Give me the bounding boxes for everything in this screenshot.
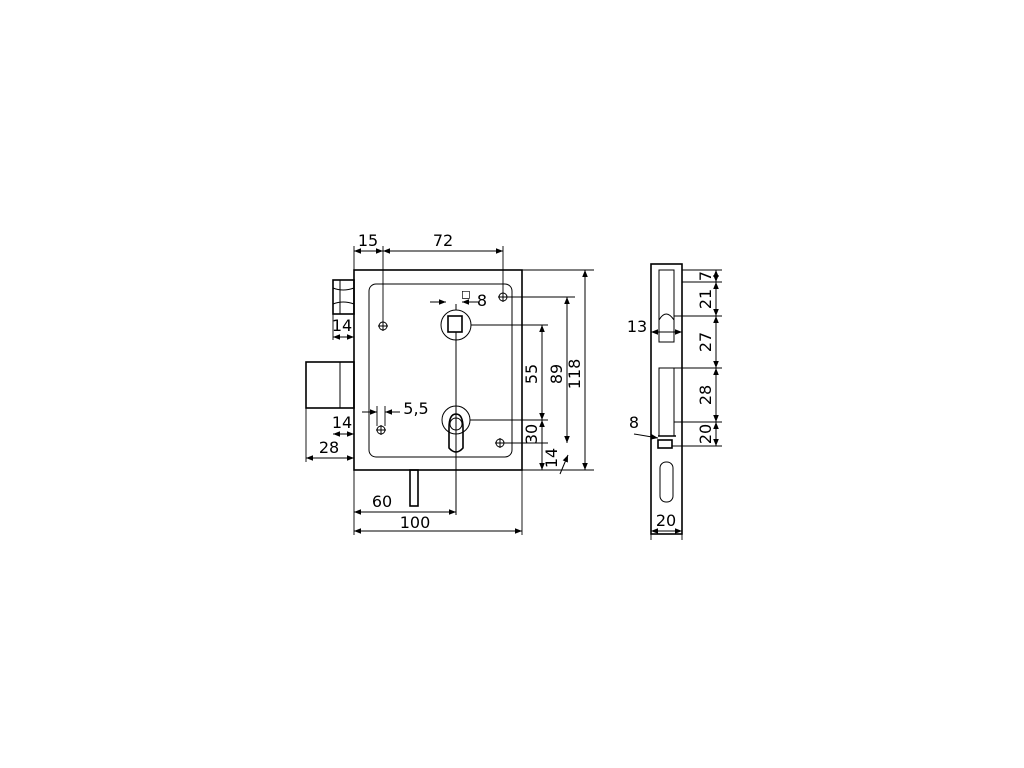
label-8-follower: 8 [477, 291, 487, 310]
label-20-width: 20 [656, 511, 676, 530]
label-5-5: 5,5 [403, 399, 428, 418]
cover-plate-outline [368, 283, 513, 458]
label-30: 30 [522, 424, 541, 444]
dead-bolt [305, 361, 355, 409]
label-72: 72 [433, 231, 453, 250]
dimension-lines-side [633, 270, 719, 534]
screw-hole-top-right [498, 292, 508, 302]
label-60: 60 [372, 492, 392, 511]
screw-hole-top-left [378, 321, 388, 331]
label-27: 27 [696, 332, 715, 352]
side-view [650, 263, 683, 535]
screw-hole-bottom-right [495, 438, 505, 448]
front-view [305, 269, 523, 515]
dimension-lines-front [306, 248, 588, 534]
label-89: 89 [547, 364, 566, 384]
label-14-latch: 14 [332, 316, 352, 335]
label-118: 118 [565, 359, 584, 390]
side-plate-outline [650, 263, 683, 535]
label-100: 100 [400, 513, 431, 532]
label-7: 7 [696, 271, 715, 281]
label-square-symbol: ◻ [461, 287, 471, 301]
label-14-bolt: 14 [332, 413, 352, 432]
screw-hole-bottom-left [376, 425, 386, 435]
label-13: 13 [627, 317, 647, 336]
label-28-side: 28 [696, 385, 715, 405]
label-15: 15 [358, 231, 378, 250]
label-55: 55 [522, 364, 541, 384]
label-20-side: 20 [696, 424, 715, 444]
latch-bolt [332, 279, 355, 315]
side-bolt-slot [658, 367, 675, 437]
label-14-bottom: 14 [542, 448, 561, 468]
label-21: 21 [696, 289, 715, 309]
side-inner-slot-top [658, 269, 675, 343]
label-8-side: 8 [629, 413, 639, 432]
dimension-labels: 15 72 ◻ 8 14 14 5,5 28 60 100 55 89 118 … [319, 231, 715, 532]
side-small-square [657, 439, 673, 449]
side-bottom-slot [659, 461, 674, 503]
label-28: 28 [319, 438, 339, 457]
bottom-spindle [409, 469, 419, 507]
